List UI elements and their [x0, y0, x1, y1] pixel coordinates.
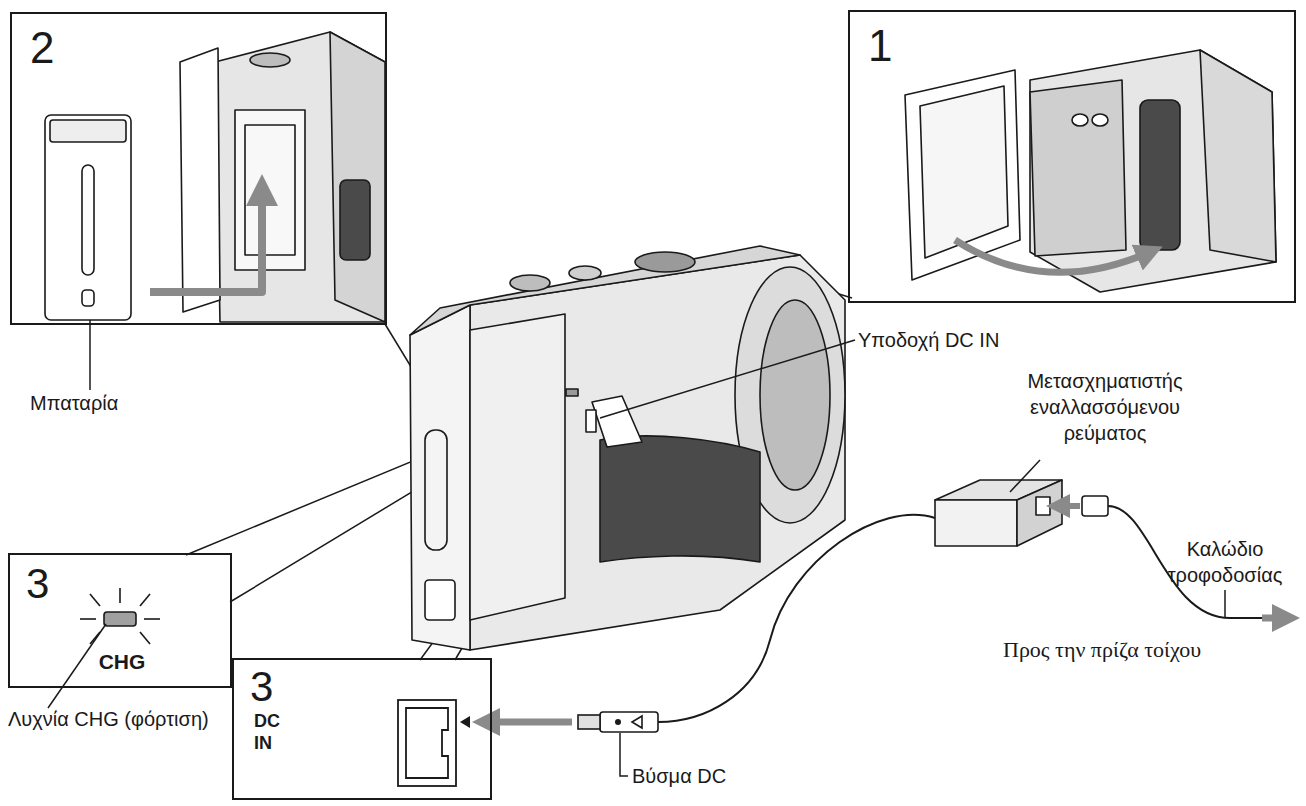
- insert-arrow: [486, 719, 572, 726]
- camcorder-lcd-open: [920, 86, 1008, 258]
- ac-adapter: [1036, 497, 1050, 515]
- camcorder-body: [566, 389, 578, 396]
- battery-pack: [45, 115, 131, 320]
- inset-frame: 2: [10, 12, 387, 325]
- dc-in-socket: [460, 716, 470, 728]
- camcorder-battery-slot: [340, 180, 370, 260]
- dc-in-socket: [398, 700, 456, 786]
- part-label: Καλώδιο τροφοδοσίας: [1150, 536, 1300, 588]
- camcorder-body: [410, 246, 845, 650]
- charge-lamp: [80, 618, 96, 620]
- camcorder-body: [510, 275, 550, 291]
- charge-lamp: [140, 594, 150, 606]
- callout-number: 1: [868, 24, 892, 68]
- camcorder-body: [410, 246, 800, 335]
- part-label: Προς την πρίζα τοίχου: [1003, 637, 1201, 663]
- camcorder-battery-slot: [150, 190, 262, 292]
- dc-cable: [658, 515, 935, 722]
- leader-line: [1224, 590, 1226, 617]
- camcorder-lcd-open: [1092, 114, 1108, 126]
- inset-background: [232, 658, 492, 800]
- ac-adapter: [935, 500, 1017, 546]
- dc-plug: [615, 719, 621, 725]
- camcorder-lcd-open: [1200, 50, 1276, 262]
- plug-arrow: [1262, 615, 1286, 622]
- camcorder-body: [569, 266, 601, 280]
- dc-plug: [600, 712, 658, 732]
- camcorder-battery-slot: [215, 32, 385, 322]
- inset-frame: 3CHG: [8, 553, 232, 688]
- dc-plug: [632, 716, 642, 728]
- part-label: Υποδοχή DC IN: [858, 327, 999, 353]
- leader-line: [600, 340, 855, 418]
- panel-text: DC IN: [254, 710, 288, 754]
- camcorder-battery-slot: [245, 125, 295, 255]
- charge-lamp: [104, 612, 136, 626]
- battery-pack: [50, 120, 126, 142]
- dc-plug: [578, 712, 658, 732]
- charge-lamp: [80, 588, 160, 644]
- camcorder-body: [425, 430, 447, 550]
- camcorder-lcd-open: [1030, 50, 1276, 292]
- power-cord: [1108, 506, 1262, 618]
- camcorder-battery-slot: [330, 32, 385, 322]
- camcorder-body: [425, 580, 455, 620]
- inset-background: [848, 10, 1296, 303]
- camcorder-lcd-open: [1030, 80, 1126, 256]
- camcorder-battery-slot: [150, 32, 385, 322]
- part-label: Μπαταρία: [30, 390, 118, 416]
- dc-in-socket: [406, 708, 448, 778]
- part-label: Βύσμα DC: [632, 763, 726, 789]
- camcorder-lcd-open: [1072, 114, 1088, 126]
- camcorder-body: [586, 410, 596, 432]
- callout-number: 2: [30, 26, 54, 70]
- camcorder-battery-slot: [180, 48, 220, 312]
- camcorder-body: [470, 314, 565, 620]
- ac-adapter: [1017, 480, 1062, 546]
- inset-background: [8, 10, 1296, 800]
- camcorder-battery-slot: [250, 53, 290, 67]
- camcorder-battery-slot: [235, 110, 305, 270]
- part-label: Λυχνία CHG (φόρτιση): [8, 706, 209, 732]
- camcorder-body: [635, 252, 695, 272]
- camcorder-lcd-open: [905, 50, 1276, 292]
- panel-text: CHG: [92, 651, 152, 672]
- charge-lamp: [140, 632, 150, 644]
- camcorder-body: [760, 300, 830, 490]
- leader-line: [89, 320, 91, 390]
- power-cord: [1082, 496, 1108, 516]
- ac-adapter: [935, 480, 1062, 546]
- dc-cable: [658, 515, 935, 722]
- charge-lamp: [144, 618, 160, 620]
- battery-pack: [82, 290, 94, 306]
- inset-background: [8, 553, 232, 688]
- callout-number: 3: [26, 563, 49, 605]
- battery-pack: [45, 115, 131, 320]
- callout-number: 3: [250, 666, 273, 708]
- camcorder-body: [592, 396, 642, 447]
- leader-line: [1010, 460, 1040, 492]
- insert-arrow: [1058, 503, 1080, 509]
- camcorder-body: [470, 255, 845, 650]
- dc-in-socket: [398, 700, 470, 786]
- camcorder-lcd-open: [1140, 100, 1180, 250]
- inset-background: [10, 12, 387, 325]
- inset-frame: 3DC IN: [232, 658, 492, 800]
- camcorder-lcd-open: [955, 240, 1150, 272]
- battery-pack: [82, 165, 94, 275]
- part-label: Μετασχηματιστής εναλλασσόμενου ρεύματος: [1000, 368, 1210, 446]
- camcorder-body: [410, 305, 470, 650]
- leader-line: [620, 733, 628, 776]
- dc-plug: [578, 715, 600, 729]
- inset-frame: 1: [848, 10, 1296, 303]
- charge-lamp: [119, 588, 121, 603]
- charge-lamp: [90, 594, 100, 606]
- camcorder-body: [600, 436, 760, 562]
- leader-line: [48, 624, 106, 708]
